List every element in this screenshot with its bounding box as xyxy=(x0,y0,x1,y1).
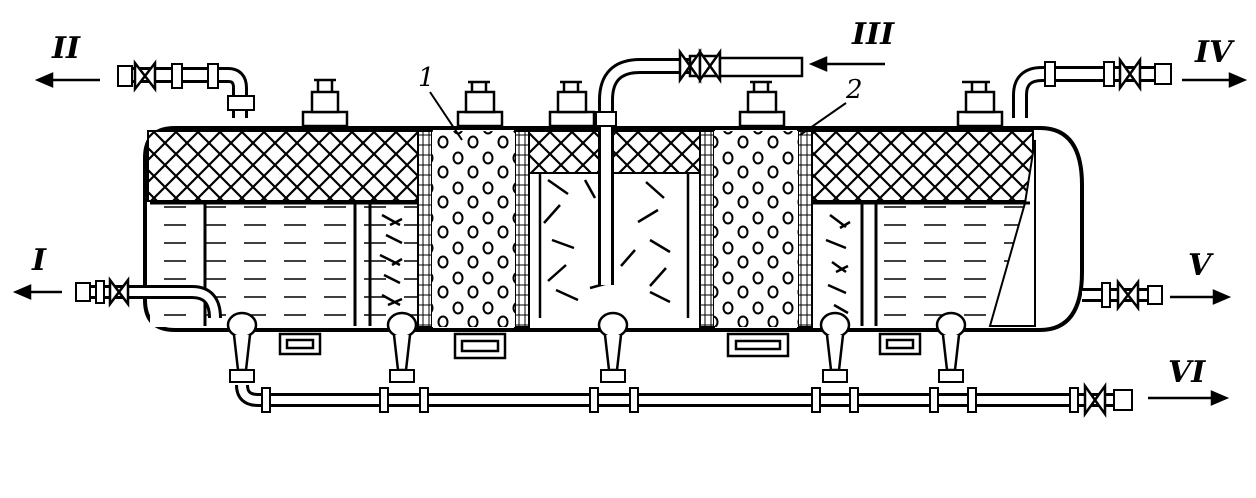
collector-pipe-vi xyxy=(235,382,1133,418)
bead-beds xyxy=(432,131,798,327)
label-ii: II xyxy=(51,31,81,66)
packing-zones xyxy=(147,130,1034,202)
outlet-pipe-ii xyxy=(117,59,255,118)
baffles xyxy=(203,203,878,326)
central-inlet-pipe xyxy=(595,48,804,285)
flow-arrows xyxy=(12,56,1248,406)
label-iv: IV xyxy=(1194,35,1235,70)
bottom-hatches xyxy=(278,332,922,360)
callout-1: 1 xyxy=(418,63,435,93)
outlet-pipe-i xyxy=(75,276,222,319)
callout-leaders xyxy=(429,91,847,141)
outlet-pipe-v xyxy=(1082,278,1163,312)
fibrous-zones xyxy=(379,172,851,318)
label-i: I xyxy=(31,243,47,278)
drain-bulbs xyxy=(226,311,967,383)
callout-2: 2 xyxy=(845,75,863,105)
top-hatches xyxy=(301,78,1004,128)
label-v: V xyxy=(1188,248,1214,283)
liquid-zones xyxy=(150,139,1036,327)
label-vi: VI xyxy=(1168,355,1206,390)
outlet-pipe-iv xyxy=(1012,56,1172,118)
label-iii: III xyxy=(851,17,895,52)
